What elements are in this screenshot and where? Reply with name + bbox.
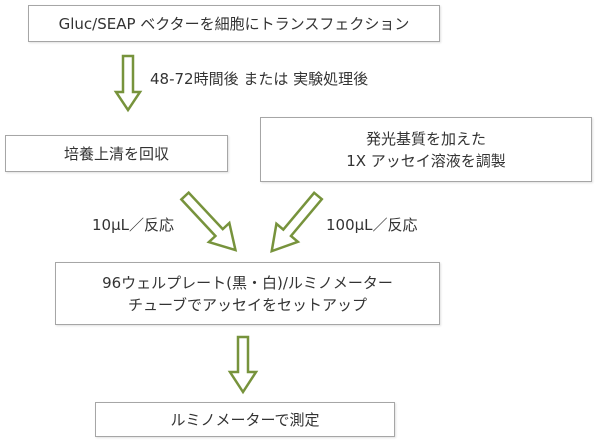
- sample-volume-label: 10μL／反応: [92, 216, 174, 234]
- step-setup-line1: 96ウェルプレート(黒・白)/ルミノメーター: [102, 273, 393, 292]
- step-setup-box: 96ウェルプレート(黒・白)/ルミノメーター チューブでアッセイをセットアップ: [55, 262, 440, 325]
- reagent-volume-label: 100μL／反応: [326, 216, 418, 234]
- arrow-prepare-to-setup: [270, 191, 324, 254]
- step-setup-line2: チューブでアッセイをセットアップ: [127, 295, 368, 314]
- step-transfect-text: Gluc/SEAP ベクターを細胞にトランスフェクション: [58, 14, 410, 33]
- step-measure-text: ルミノメーターで測定: [170, 410, 320, 429]
- arrow-transfect-to-collect: [113, 54, 143, 113]
- step-collect-text: 培養上清を回収: [63, 144, 169, 163]
- step-prepare-box: 発光基質を加えた 1X アッセイ溶液を調製: [260, 117, 592, 182]
- step-transfect-box: Gluc/SEAP ベクターを細胞にトランスフェクション: [28, 5, 440, 42]
- arrow-collect-to-setup: [179, 190, 238, 252]
- incubation-label: 48-72時間後 または 実験処理後: [150, 70, 369, 88]
- arrow-setup-to-measure: [227, 335, 259, 395]
- step-measure-box: ルミノメーターで測定: [95, 402, 395, 437]
- step-prepare-line2: 1X アッセイ溶液を調製: [346, 151, 506, 170]
- step-collect-box: 培養上清を回収: [5, 135, 228, 172]
- step-prepare-line1: 発光基質を加えた: [365, 129, 486, 148]
